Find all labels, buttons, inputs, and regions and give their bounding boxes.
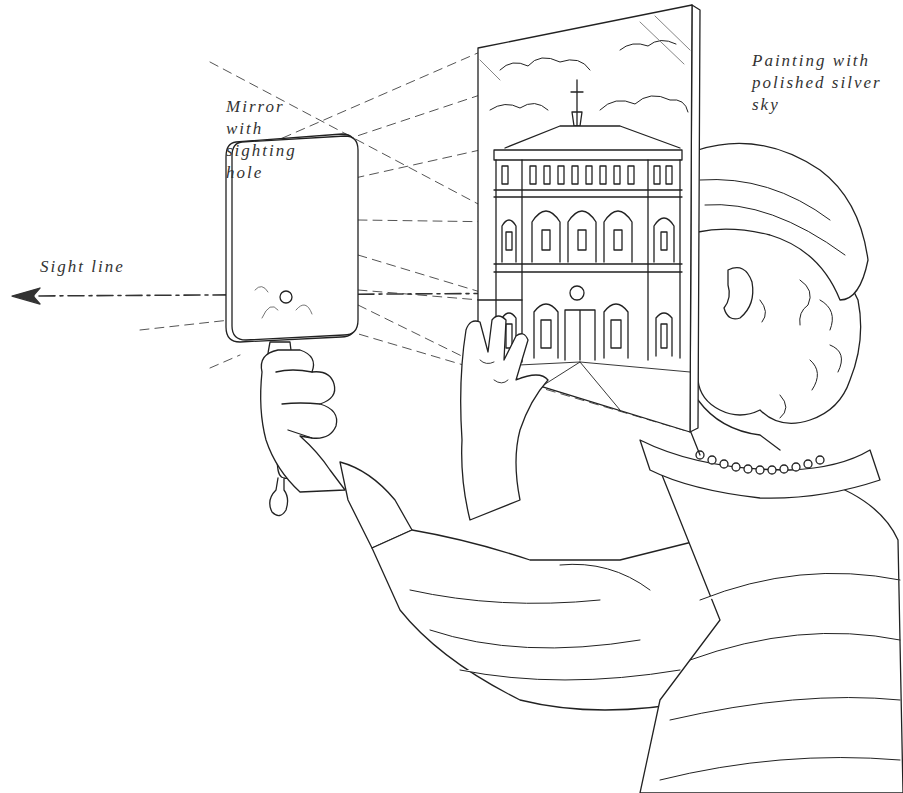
bead	[720, 460, 728, 468]
bands	[478, 190, 682, 300]
sighting-hole	[280, 291, 292, 303]
torso	[640, 470, 903, 793]
arcade	[502, 211, 674, 262]
clouds	[490, 40, 688, 112]
lantern	[571, 80, 583, 126]
callout-label: Mirror with sighting hole	[226, 96, 312, 184]
roof	[505, 126, 680, 148]
left-hand	[461, 316, 548, 520]
finger-lines	[276, 370, 320, 438]
ray	[355, 150, 480, 178]
neck	[690, 400, 780, 455]
hair-curls	[760, 280, 842, 418]
bead	[780, 465, 788, 473]
callout-label: Painting with polished silver sky	[752, 50, 892, 116]
finger-lines	[480, 360, 508, 383]
bead	[792, 463, 800, 471]
ear	[724, 268, 753, 319]
reflection	[255, 286, 312, 318]
ray	[140, 320, 230, 330]
ray	[358, 290, 480, 300]
bead	[708, 456, 716, 464]
silver-glint	[480, 16, 690, 80]
collar	[640, 440, 880, 498]
callout-label: Sight line	[40, 256, 170, 278]
hand	[261, 350, 345, 492]
ray	[255, 52, 480, 150]
head	[690, 143, 868, 455]
ray	[358, 305, 480, 365]
pendant	[270, 478, 288, 516]
body-stripes	[660, 573, 900, 780]
bead	[744, 465, 752, 473]
bead	[756, 466, 764, 474]
bead	[732, 463, 740, 471]
bead	[768, 466, 776, 474]
door	[565, 310, 595, 360]
hand	[461, 316, 548, 520]
upper-windows	[502, 166, 672, 184]
arrow-head	[12, 288, 40, 304]
bead	[816, 456, 824, 464]
necklace	[696, 451, 824, 474]
right-hand	[261, 350, 345, 492]
cap-lines	[700, 180, 845, 256]
cap	[698, 143, 868, 300]
arcade-windows	[506, 230, 667, 250]
sleeve-stripes	[410, 564, 680, 680]
bead	[804, 460, 812, 468]
cornice	[494, 150, 682, 160]
ray	[210, 355, 240, 368]
sighting-hole	[570, 286, 584, 300]
body	[640, 440, 903, 793]
